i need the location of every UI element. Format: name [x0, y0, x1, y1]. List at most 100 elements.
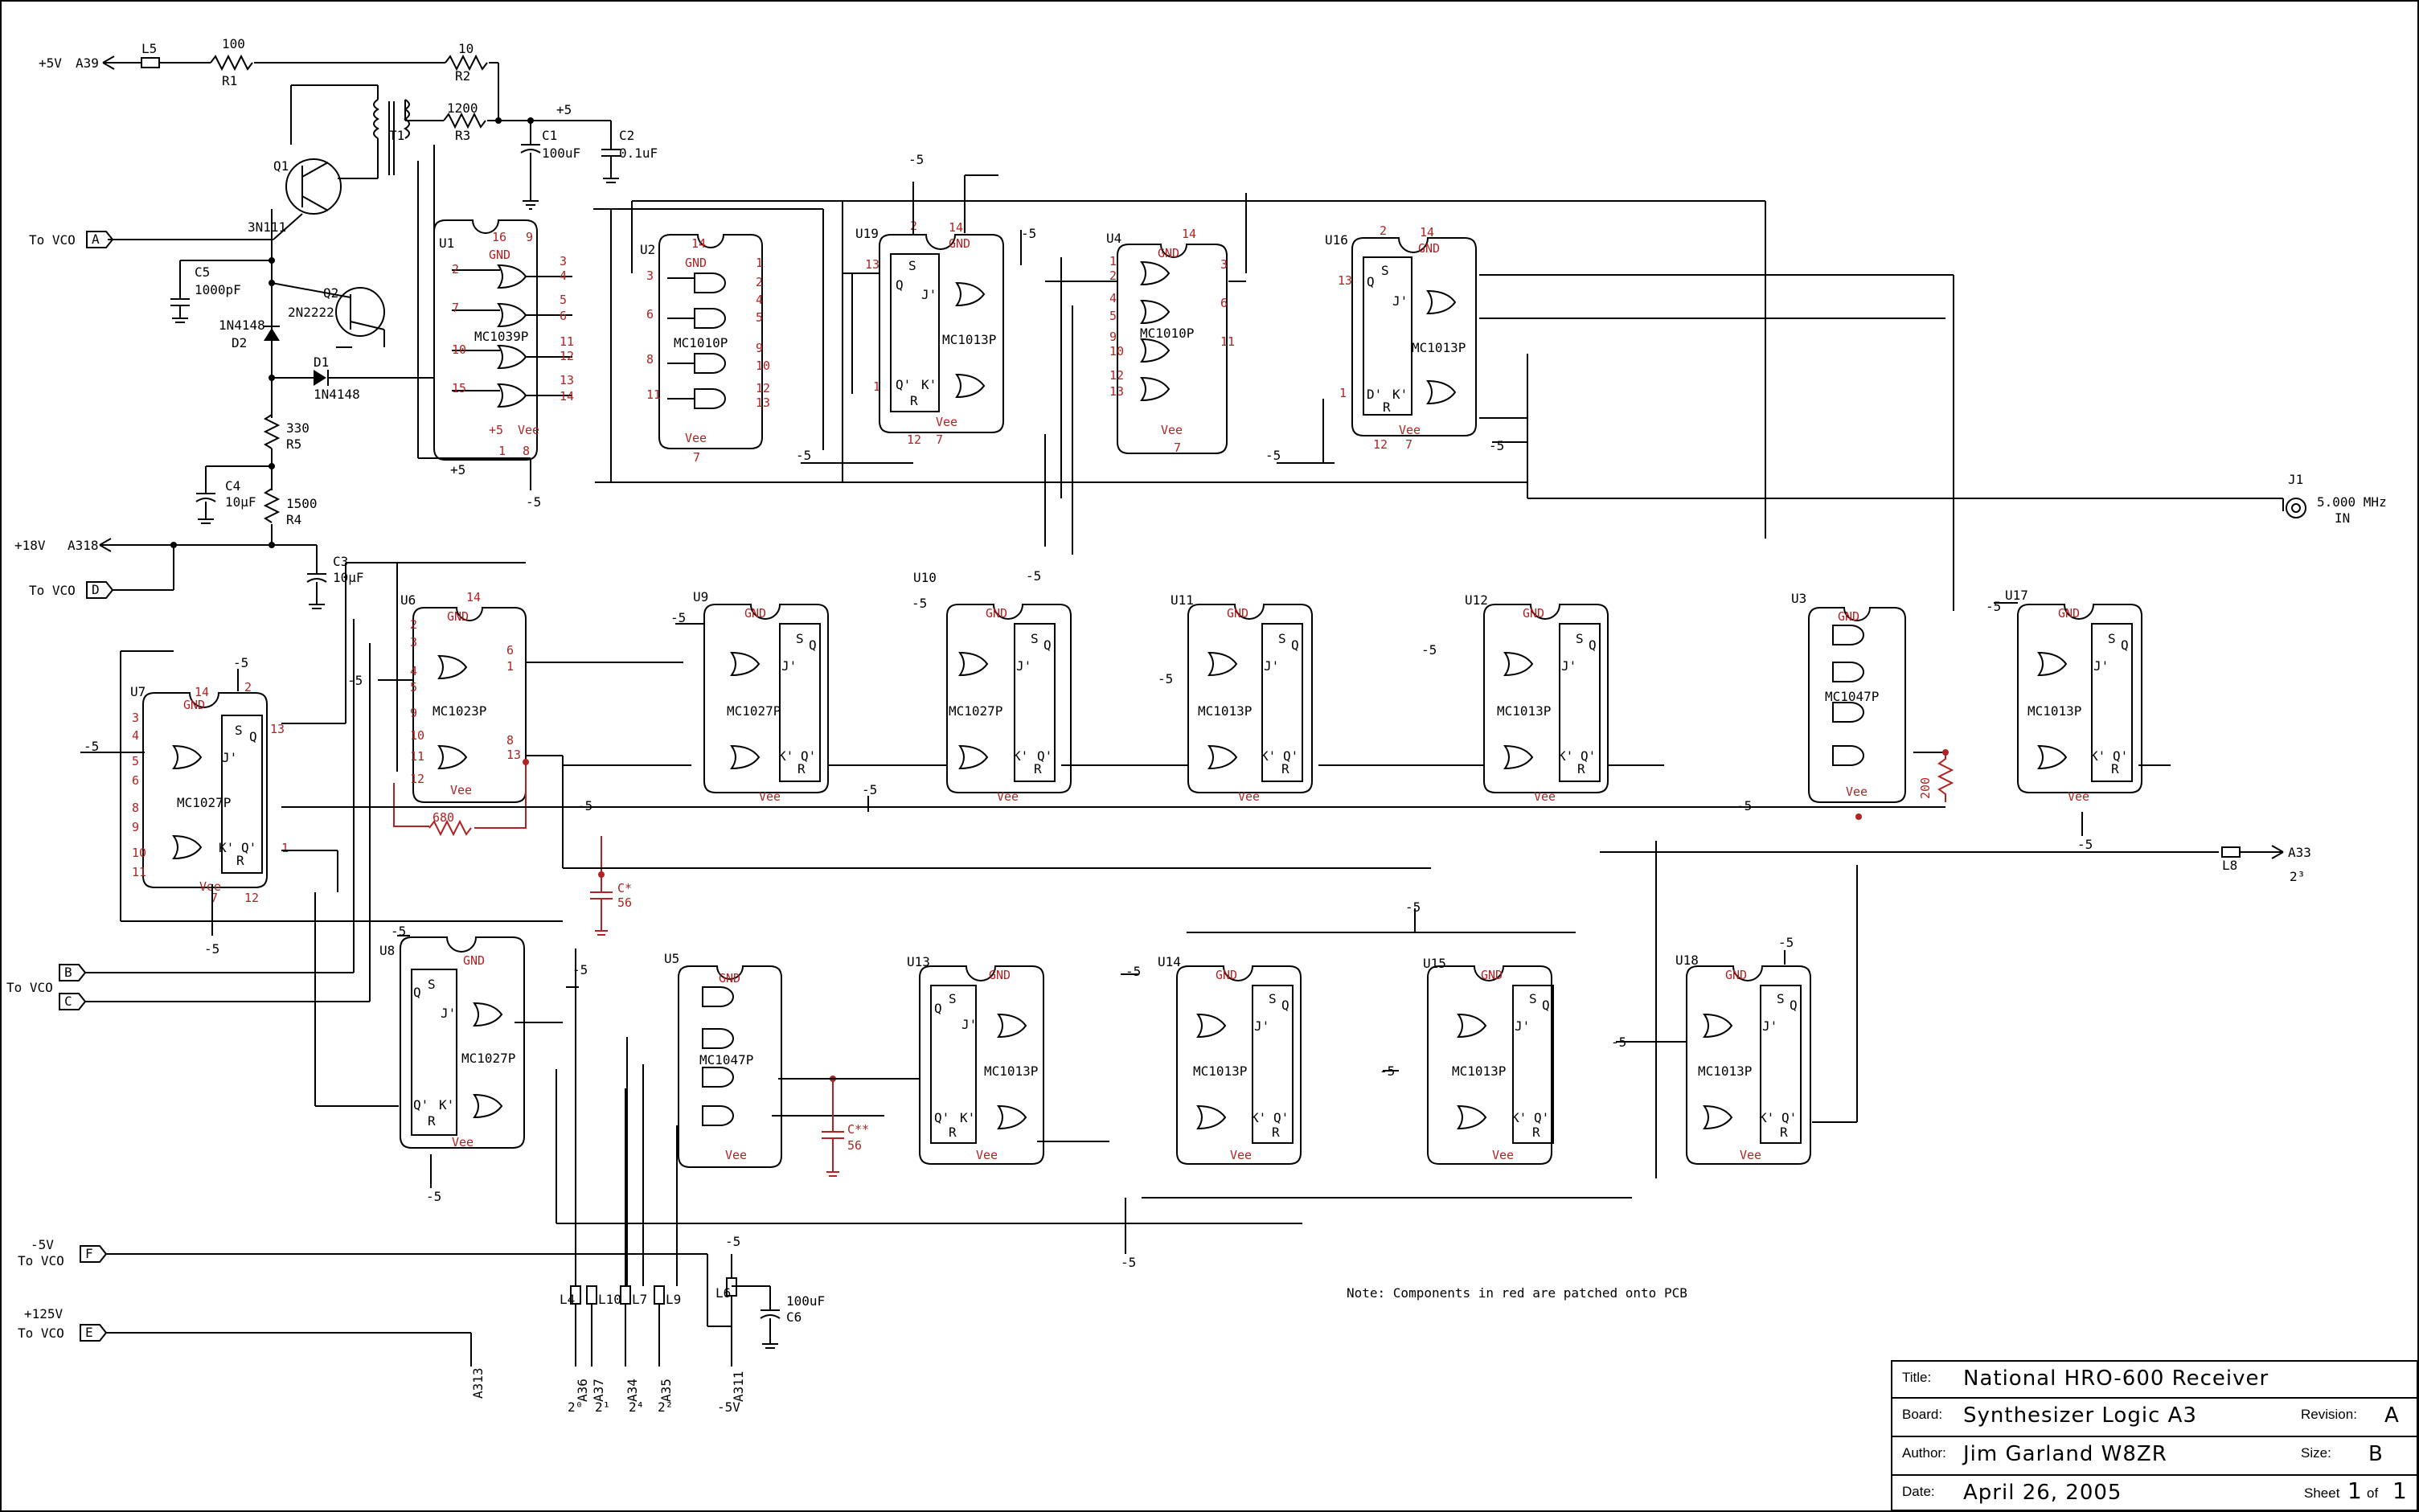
- author-row: Author: Jim Garland W8ZR Size: B: [1892, 1436, 2417, 1474]
- u14-j: J': [1254, 1018, 1269, 1034]
- vco-c-letter: C: [64, 994, 72, 1009]
- to-vco-f-label: To VCO: [18, 1253, 64, 1268]
- u12-qn: Q': [1581, 748, 1596, 764]
- inductor-l10: [586, 1285, 597, 1305]
- svg-text:7: 7: [693, 450, 700, 465]
- wiring: +5 -5 -5 -5 -5 -5 -5 J1: [6, 145, 2387, 1415]
- svg-text:4: 4: [560, 268, 567, 283]
- u16-q: Q: [1367, 274, 1375, 289]
- a35-label: A35: [658, 1379, 674, 1402]
- u8-k: K': [439, 1097, 454, 1112]
- a33-label: A33: [2288, 845, 2311, 860]
- size-value: B: [2368, 1442, 2384, 1466]
- svg-text:5: 5: [560, 293, 567, 307]
- u7-gnd: GND: [183, 698, 205, 712]
- u17-vee: Vee: [2068, 789, 2089, 804]
- u1-gnd: GND: [489, 248, 510, 262]
- u3-gnd: GND: [1838, 609, 1859, 624]
- vco-f-port: [80, 1245, 108, 1263]
- u13-j: J': [961, 1017, 977, 1032]
- u8-s: S: [428, 977, 436, 992]
- u15-vee: Vee: [1492, 1148, 1514, 1162]
- u2-part: MC1010P: [674, 335, 728, 350]
- svg-text:1: 1: [873, 379, 880, 394]
- inductor-l9: [654, 1285, 665, 1305]
- u3-vee: Vee: [1846, 785, 1868, 799]
- u11-ref: U11: [1171, 592, 1194, 608]
- svg-text:9: 9: [526, 230, 533, 244]
- u7-k: K': [219, 840, 234, 855]
- u12-j: J': [1561, 658, 1576, 674]
- svg-text:10: 10: [756, 359, 770, 373]
- u11-vee: Vee: [1238, 789, 1260, 804]
- u18-s: S: [1777, 991, 1785, 1006]
- svg-text:6: 6: [560, 309, 567, 323]
- u15-ref: U15: [1423, 956, 1446, 971]
- u7-part: MC1027P: [177, 795, 231, 810]
- svg-text:2: 2: [1109, 268, 1117, 283]
- u16-r: R: [1383, 400, 1391, 415]
- u18-vee: Vee: [1740, 1148, 1761, 1162]
- chip-u16: U16 GND S Q D' R J' K' MC1013P Vee 131 2…: [1325, 223, 1477, 452]
- u9-ref: U9: [693, 589, 708, 604]
- inductor-l7: [620, 1285, 631, 1305]
- board-value: Synthesizer Logic A3: [1963, 1403, 2197, 1428]
- revision-value: A: [2384, 1403, 2400, 1428]
- c6-value: 100uF: [786, 1293, 825, 1309]
- inductor-l5: [141, 57, 160, 68]
- svg-text:12: 12: [560, 349, 574, 363]
- svg-text:12: 12: [907, 432, 921, 447]
- m5-label-3: -5: [1021, 226, 1036, 241]
- svg-text:13: 13: [756, 395, 770, 410]
- svg-text:9: 9: [132, 820, 139, 834]
- p24-label: 2⁴: [629, 1399, 644, 1415]
- r5-value: 330: [286, 420, 310, 436]
- a34-label: A34: [625, 1379, 640, 1402]
- a313-label: A313: [470, 1367, 486, 1399]
- u11-k: K': [1261, 748, 1276, 764]
- vco-e-letter: E: [85, 1325, 93, 1340]
- u15-gnd: GND: [1481, 968, 1503, 982]
- a37-label: A37: [591, 1379, 606, 1402]
- u16-part: MC1013P: [1412, 340, 1466, 355]
- u14-q: Q: [1281, 998, 1289, 1013]
- diode-d1: [314, 370, 326, 386]
- m5-label-u9: -5: [670, 610, 686, 625]
- svg-text:7: 7: [211, 891, 218, 905]
- note-text: Note: Components in red are patched onto…: [1347, 1285, 1687, 1301]
- u13-s: S: [949, 991, 957, 1006]
- p5-label-u1: +5: [450, 462, 465, 477]
- m5-label-u1: -5: [526, 494, 541, 510]
- u8-q: Q: [413, 985, 421, 1000]
- svg-text:13: 13: [865, 257, 879, 272]
- u17-gnd: GND: [2058, 606, 2080, 621]
- resistor-680: [428, 819, 472, 837]
- svg-text:10: 10: [1109, 344, 1124, 359]
- a39-label: A39: [76, 55, 99, 71]
- u17-q: Q: [2121, 637, 2129, 653]
- u14-gnd: GND: [1216, 968, 1237, 982]
- u5-part: MC1047P: [699, 1052, 753, 1067]
- p20-label: 2⁰: [568, 1399, 583, 1415]
- c3-value: 10µF: [333, 570, 364, 585]
- u6-part: MC1023P: [433, 703, 486, 719]
- u17-qn: Q': [2113, 748, 2128, 764]
- u1-ref: U1: [439, 236, 454, 251]
- m5-label-u7b: -5: [204, 941, 219, 957]
- vco-f-letter: F: [85, 1246, 93, 1261]
- u15-r: R: [1532, 1125, 1540, 1140]
- vco-c-port: [59, 993, 87, 1010]
- u14-part: MC1013P: [1193, 1063, 1247, 1079]
- u9-gnd: GND: [744, 606, 766, 621]
- svg-text:2: 2: [244, 680, 252, 695]
- u11-s: S: [1278, 631, 1286, 646]
- board-row: Board: Synthesizer Logic A3 Revision: A: [1892, 1397, 2417, 1436]
- chip-u14: U14 GND S Q J' K' Q' R MC1013P Vee: [1158, 954, 1302, 1165]
- svg-text:7: 7: [1174, 440, 1181, 455]
- u9-qn: Q': [801, 748, 816, 764]
- u13-vee: Vee: [976, 1148, 998, 1162]
- svg-text:1: 1: [498, 444, 506, 458]
- l7-label: L7: [632, 1292, 647, 1307]
